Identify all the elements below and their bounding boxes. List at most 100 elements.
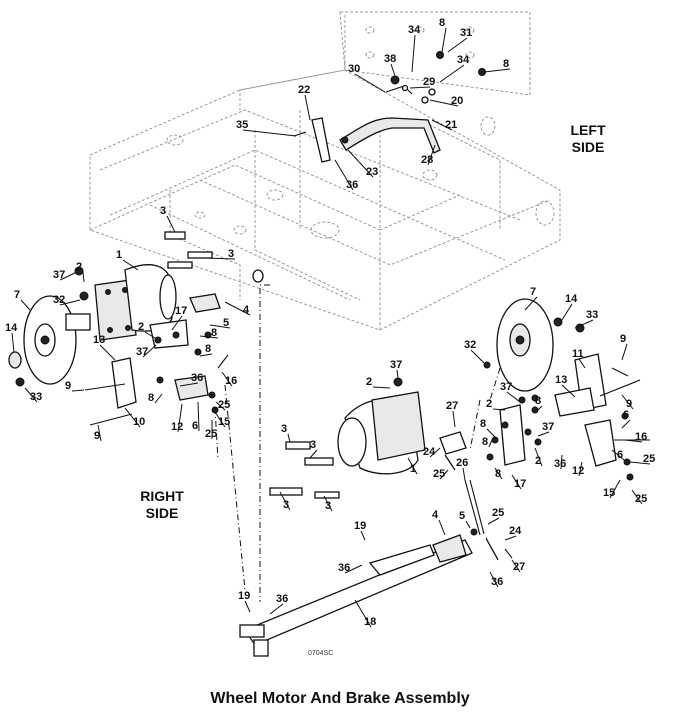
part-callout-7: 7 (14, 289, 20, 301)
callout-leader (506, 391, 521, 403)
callout-leader (24, 387, 38, 403)
callout-leader (511, 474, 522, 490)
callout-leader (561, 303, 573, 321)
part-callout-15: 15 (218, 416, 230, 428)
part-callout-37: 37 (542, 421, 554, 433)
part-callout-25: 25 (492, 507, 504, 519)
callout-leader (199, 353, 213, 357)
part-callout-34: 34 (457, 54, 470, 66)
part-callout-25: 25 (218, 399, 230, 411)
part-callout-37: 37 (500, 381, 512, 393)
part-callout-21: 21 (445, 119, 457, 131)
callout-leader (429, 99, 459, 107)
callout-leader (347, 149, 374, 178)
callout-leader (124, 407, 141, 428)
part-callout-8: 8 (211, 327, 217, 339)
part-callout-36: 36 (276, 593, 288, 605)
callout-leader (71, 389, 85, 392)
callout-leader (470, 349, 485, 364)
part-callout-35: 35 (236, 119, 248, 131)
part-callout-13: 13 (555, 374, 567, 386)
callout-leader (631, 489, 643, 505)
callout-leader (465, 520, 471, 529)
part-callout-25: 25 (205, 428, 217, 440)
part-callout-2: 2 (535, 455, 541, 467)
part-callout-8: 8 (205, 343, 211, 355)
part-callout-8: 8 (148, 392, 154, 404)
callout-leader (621, 343, 628, 361)
part-callout-16: 16 (225, 375, 237, 387)
exploded-view-drawing: LEFT SIDE RIGHT SIDE 0704SC 348313830348… (5, 11, 655, 657)
callout-leader (439, 64, 465, 83)
part-callout-6: 6 (623, 409, 629, 421)
callout-leader (427, 144, 436, 166)
callout-leader (611, 449, 625, 461)
part-callout-30: 30 (348, 63, 360, 75)
part-callout-2: 2 (138, 321, 144, 333)
diagram-caption: Wheel Motor And Brake Assembly (210, 690, 470, 707)
callout-leader (199, 335, 219, 339)
part-callout-4: 4 (243, 304, 250, 316)
callout-leader (488, 439, 493, 448)
callout-leader (97, 424, 102, 442)
part-callout-16: 16 (635, 431, 647, 443)
callout-leader (20, 299, 31, 311)
part-callout-32: 32 (53, 294, 65, 306)
part-callout-3: 3 (283, 499, 289, 511)
callout-leader (177, 403, 183, 433)
right-side-label-line2: SIDE (146, 505, 179, 521)
left-side-label-line1: LEFT (571, 122, 606, 138)
callout-leader (166, 215, 176, 233)
callout-leader (438, 519, 446, 536)
callout-leader (179, 382, 199, 387)
callout-leader (11, 332, 15, 353)
callout-leader (494, 467, 503, 480)
left-side-wheel-motor (269, 298, 650, 536)
part-callout-25: 25 (635, 493, 647, 505)
part-callout-14: 14 (565, 293, 578, 305)
part-callout-29: 29 (423, 76, 435, 88)
part-callout-26: 26 (456, 457, 468, 469)
callout-leader (197, 401, 200, 432)
callout-leader (462, 467, 466, 481)
callout-leader (82, 271, 85, 283)
callout-leader (489, 571, 499, 588)
callout-leader (171, 315, 183, 331)
part-callout-5: 5 (223, 317, 229, 329)
callout-leader (524, 296, 538, 311)
part-callout-13: 13 (93, 334, 105, 346)
part-callout-6: 6 (192, 420, 198, 432)
callout-leader (396, 369, 399, 379)
part-callout-9: 9 (65, 380, 71, 392)
callout-leader (390, 63, 396, 77)
callout-leader (487, 517, 500, 525)
part-callout-36: 36 (191, 372, 203, 384)
part-callout-20: 20 (451, 95, 463, 107)
callout-leader (372, 386, 391, 389)
callout-leader (214, 411, 226, 428)
machine-frame-phantom (89, 11, 561, 331)
callout-leader (269, 603, 284, 615)
part-callout-3: 3 (310, 439, 316, 451)
callout-leader (486, 428, 497, 439)
part-callout-12: 12 (171, 421, 183, 433)
callout-leader (215, 401, 226, 411)
part-callout-1: 1 (410, 463, 416, 475)
part-callout-2: 2 (76, 261, 82, 273)
callout-leader (244, 600, 251, 613)
callout-leader (578, 358, 586, 369)
callout-leader (429, 447, 441, 458)
part-callout-33: 33 (30, 391, 42, 403)
part-callout-4: 4 (432, 509, 439, 521)
part-callout-24: 24 (509, 525, 522, 537)
callout-leader (221, 371, 233, 387)
callout-leader (154, 393, 163, 404)
callout-leader (59, 271, 78, 281)
part-callout-28: 28 (421, 154, 433, 166)
part-callout-23: 23 (366, 166, 378, 178)
part-callout-1: 1 (116, 249, 122, 261)
part-callout-7: 7 (530, 286, 536, 298)
callout-leader (334, 159, 354, 191)
part-callout-15: 15 (603, 487, 615, 499)
